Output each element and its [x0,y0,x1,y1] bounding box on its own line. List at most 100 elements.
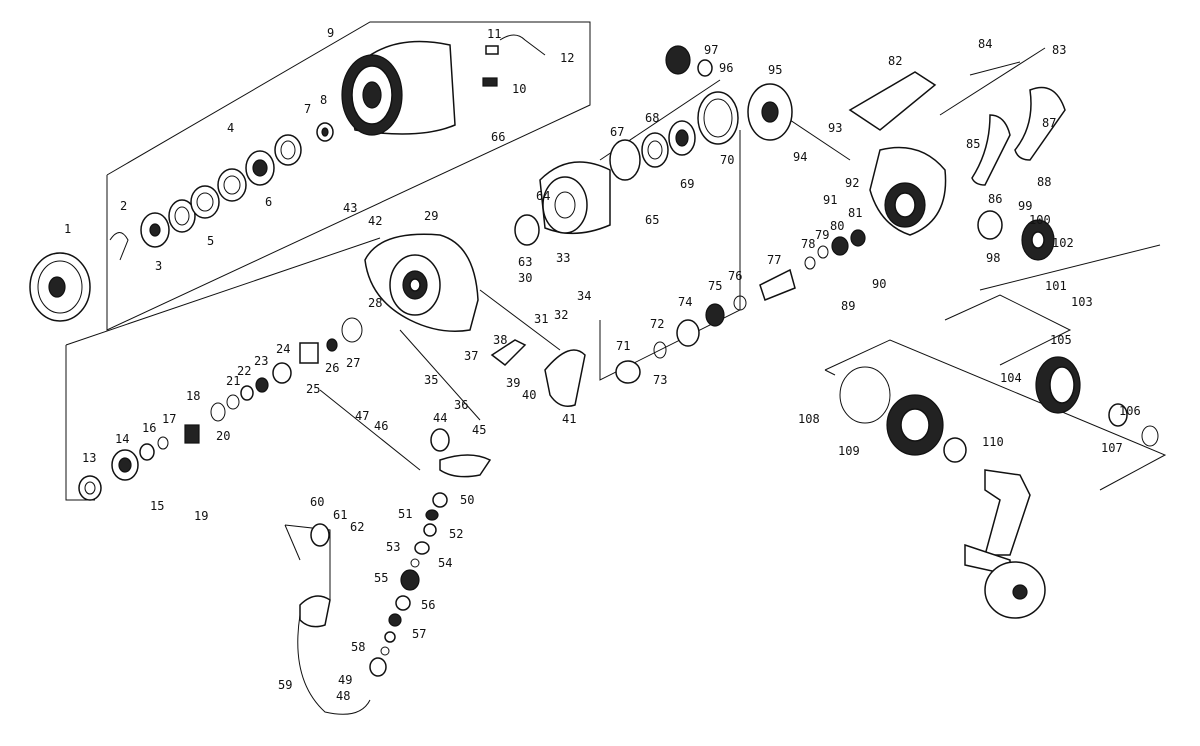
part-label-35: 35 [424,373,438,387]
part-label-77: 77 [767,253,781,267]
part-label-86: 86 [988,192,1002,206]
part-1-spool-knob [29,252,91,322]
part-label-56: 56 [421,598,435,612]
part-label-41: 41 [562,412,576,426]
part-label-99: 99 [1018,199,1032,213]
part-label-9: 9 [327,26,334,40]
part-label-23: 23 [254,354,268,368]
part-label-1: 1 [64,222,71,236]
part-label-55: 55 [374,571,388,585]
part-label-64: 64 [536,189,550,203]
part-label-53: 53 [386,540,400,554]
part-label-36: 36 [454,398,468,412]
part-label-105: 105 [1050,333,1072,347]
group-outline-lines [65,21,1167,600]
part-label-50: 50 [460,493,474,507]
part-label-100: 100 [1029,213,1051,227]
part-label-87: 87 [1042,116,1056,130]
part-label-19: 19 [194,509,208,523]
part-44-58-bail-parts [369,428,492,677]
part-label-11: 11 [487,27,501,41]
part-82-87-frame [848,47,1066,236]
part-label-74: 74 [678,295,692,309]
part-label-62: 62 [350,520,364,534]
part-label-8: 8 [320,93,327,107]
part-label-30: 30 [518,271,532,285]
part-label-37: 37 [464,349,478,363]
part-label-104: 104 [1000,371,1022,385]
part-label-66: 66 [491,130,505,144]
part-label-26: 26 [325,361,339,375]
part-label-17: 17 [162,412,176,426]
part-label-49: 49 [338,673,352,687]
part-41-bail-arm [544,349,586,407]
part-label-90: 90 [872,277,886,291]
part-label-44: 44 [433,411,447,425]
part-label-40: 40 [522,388,536,402]
part-label-94: 94 [793,150,807,164]
part-label-21: 21 [226,374,240,388]
part-label-63: 63 [518,255,532,269]
part-label-92: 92 [845,176,859,190]
part-label-13: 13 [82,451,96,465]
part-label-2: 2 [120,199,127,213]
part-label-81: 81 [848,206,862,220]
part-label-4: 4 [227,121,234,135]
part-label-24: 24 [276,342,290,356]
part-label-89: 89 [841,299,855,313]
part-77-main-gear [1035,356,1159,447]
part-label-103: 103 [1071,295,1093,309]
part-label-61: 61 [333,508,347,522]
part-drag-washers [109,122,334,261]
part-label-28: 28 [368,296,382,310]
part-label-80: 80 [830,219,844,233]
part-label-38: 38 [493,333,507,347]
part-labels: 1234567891011121314151617181920212223242… [64,26,1141,703]
part-label-91: 91 [823,193,837,207]
part-label-20: 20 [216,429,230,443]
part-label-3: 3 [155,259,162,273]
part-38-lever [490,339,527,366]
part-label-48: 48 [336,689,350,703]
part-label-42: 42 [368,214,382,228]
part-label-46: 46 [374,419,388,433]
part-label-51: 51 [398,507,412,521]
part-label-75: 75 [708,279,722,293]
part-label-43: 43 [343,201,357,215]
part-label-102: 102 [1052,236,1074,250]
part-9-spool [341,40,456,136]
part-label-57: 57 [412,627,426,641]
part-label-14: 14 [115,432,129,446]
part-label-5: 5 [207,234,214,248]
part-label-33: 33 [556,251,570,265]
part-label-78: 78 [801,237,815,251]
part-label-54: 54 [438,556,452,570]
part-99-gear [977,210,1055,261]
part-29-body [364,233,479,332]
part-63-ring [514,214,540,246]
part-label-39: 39 [506,376,520,390]
part-label-58: 58 [351,640,365,654]
part-label-101: 101 [1045,279,1067,293]
part-14-16-bearings [78,317,363,501]
part-label-15: 15 [150,499,164,513]
part-label-82: 82 [888,54,902,68]
part-64-rotor-cup [539,161,611,235]
part-label-31: 31 [534,312,548,326]
part-label-32: 32 [554,308,568,322]
part-label-108: 108 [798,412,820,426]
part-label-93: 93 [828,121,842,135]
part-label-71: 71 [616,339,630,353]
part-label-109: 109 [838,444,860,458]
part-label-107: 107 [1101,441,1123,455]
part-label-96: 96 [719,61,733,75]
part-label-95: 95 [768,63,782,77]
part-label-7: 7 [304,102,311,116]
part-label-22: 22 [237,364,251,378]
part-label-110: 110 [982,435,1004,449]
part-label-25: 25 [306,382,320,396]
parts [29,34,1159,715]
part-label-97: 97 [704,43,718,57]
part-label-47: 47 [355,409,369,423]
part-label-65: 65 [645,213,659,227]
